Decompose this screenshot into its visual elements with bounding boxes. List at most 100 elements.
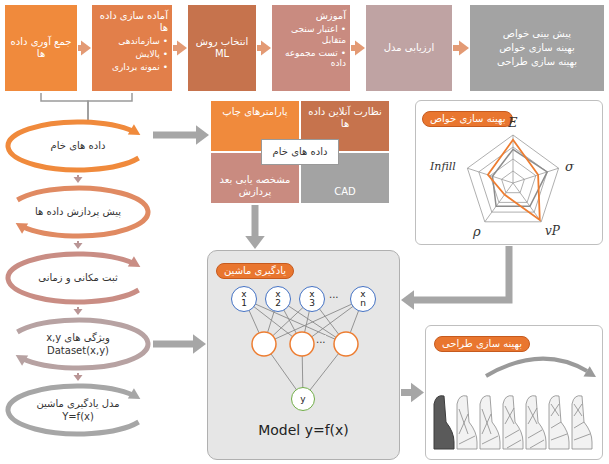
process-box: آماده سازی داده ها• سازماندهی• پالایش• ن… (92, 5, 172, 91)
cycle-step: پیش پردازش داده ها (4, 184, 152, 240)
part-shape (549, 396, 569, 449)
cycle-arrow-shape (4, 316, 152, 372)
node-text: پیش بینی خواص (474, 28, 600, 40)
property-panel: بهینه سازی خواصEσvPρInfill (415, 100, 603, 245)
label-slot: Infill (430, 160, 456, 173)
neuron-label: x 1 (239, 290, 249, 308)
node-text: ثبت مکانی و زمانی (28, 272, 128, 284)
arrowhead (401, 290, 414, 310)
lattice-lines (505, 406, 521, 448)
connector (74, 175, 83, 183)
connector (153, 334, 206, 354)
node-text: آماده سازی داده ها (96, 10, 168, 34)
label-slot: ... (329, 290, 339, 300)
lattice-part (480, 396, 500, 449)
connector-line (88, 93, 132, 120)
connector-line (411, 246, 509, 300)
radar-grid (467, 135, 558, 222)
connector (74, 241, 83, 249)
lattice-lines (551, 404, 567, 440)
arrowhead (74, 177, 83, 183)
hidden-neuron (290, 332, 314, 356)
connector-line (153, 341, 196, 348)
cycle-step: ثبت مکانی و زمانی (4, 250, 152, 306)
node-text: • سازماندهی (96, 36, 168, 47)
node-text: بهینه سازی خواص (474, 42, 600, 54)
lattice-part (457, 396, 477, 449)
neuron-label: x n (358, 290, 368, 308)
part-shape (480, 396, 500, 449)
node-text: آموزش (276, 10, 346, 22)
arrowhead (74, 309, 83, 315)
connector (88, 93, 132, 120)
ellipsis-label: ... (329, 290, 339, 300)
connector (453, 41, 469, 56)
step-text-area: ویژگی های x,yDataset(x,y) (28, 331, 128, 358)
panel-heading: یادگیری ماشین (216, 263, 294, 279)
connector-line (41, 93, 88, 120)
label-slot: ... (316, 335, 326, 345)
node-text: انتخاب روش ML (192, 36, 252, 60)
node-text: ارزیابی مدل (370, 42, 448, 54)
connector-line (153, 132, 199, 139)
hidden-neuron (252, 332, 276, 356)
node-text: بهینه سازی طراحی (474, 56, 600, 68)
cycle-arrowhead (16, 355, 29, 366)
connector (257, 41, 271, 56)
text-slot: Model y=f(x) (208, 421, 399, 440)
radar-series (488, 140, 540, 220)
connector-line (252, 205, 259, 239)
ml-panel: یادگیری ماشینModel y=f(x)x 1x 2x 3x ny..… (207, 250, 400, 460)
step-text-area: ثبت مکانی و زمانی (28, 271, 128, 285)
arrowhead (411, 383, 424, 403)
progress-arrowhead (584, 366, 597, 377)
connector (74, 307, 83, 315)
neuron-label: y (298, 395, 308, 404)
design-panel: بهینه سازی طراحی (425, 325, 603, 460)
panel-heading: بهینه سازی طراحی (434, 336, 530, 352)
input-neuron: x n (350, 286, 376, 312)
node-text: • نمونه برداری (96, 62, 168, 73)
lattice-part (572, 396, 592, 449)
connector (401, 246, 509, 310)
connector (401, 383, 424, 403)
lattice-lines (528, 406, 544, 448)
node-text: مشخصه یابی بعد پردازش (215, 174, 295, 198)
axis-label: σ (565, 159, 574, 175)
lattice-lines (574, 404, 590, 440)
network-links (244, 299, 363, 399)
arrowhead (177, 41, 187, 56)
cycle-step: مدل یادگیری ماشینY=f(x) (4, 382, 152, 438)
process-box: ارزیابی مدل (366, 5, 452, 91)
process-box: آموزش• اعتبار سنجی متقابل• تست مجموعه دا… (272, 5, 350, 91)
arrowhead (74, 375, 83, 381)
raw-data-box: داده های خام (261, 139, 339, 165)
solid-part (434, 396, 454, 449)
axis-label: ρ (473, 224, 481, 240)
node-text: CAD (305, 186, 385, 198)
cycle-arc (8, 122, 139, 170)
node-text: داده های خام (28, 140, 128, 152)
cycle-arrow-shape (4, 382, 152, 438)
cycle-arc (17, 188, 148, 236)
part-shape (503, 396, 523, 449)
arrowhead (355, 41, 365, 56)
step-text-area: مدل یادگیری ماشینY=f(x) (28, 397, 128, 424)
lattice-part (503, 396, 523, 449)
arrowhead (245, 236, 265, 249)
node-text: ویژگی های x,y (28, 332, 128, 344)
node-text: • اعتبار سنجی متقابل (276, 24, 346, 46)
connector (41, 93, 88, 120)
hidden-neuron (334, 332, 358, 356)
cycle-arrowhead (128, 124, 141, 135)
node-text: جمع آوری داده ها (9, 36, 73, 60)
node-text: Model y=f(x) (208, 422, 399, 439)
arrowhead (81, 41, 91, 56)
output-neuron: y (291, 387, 315, 411)
process-box: پیش بینی خواص بهینه سازی خواص بهینه سازی ط… (470, 5, 604, 91)
axis-label: E (508, 115, 518, 131)
cycle-step: ویژگی های x,yDataset(x,y) (4, 316, 152, 372)
label-slot: ρ (473, 224, 481, 240)
label-slot: vP (545, 224, 560, 238)
input-neuron: x 1 (231, 286, 257, 312)
